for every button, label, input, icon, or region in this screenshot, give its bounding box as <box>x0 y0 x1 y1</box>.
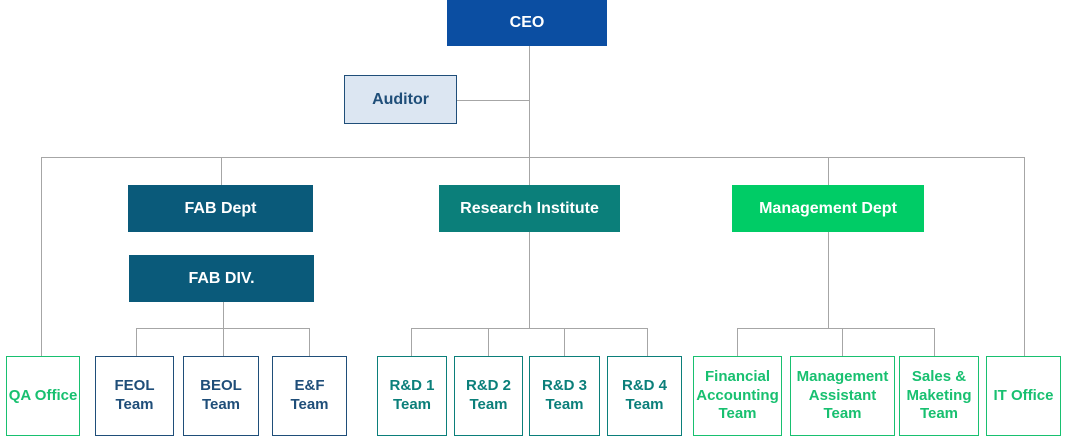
fab-dept-box: FAB Dept <box>128 185 313 232</box>
research-institute-label: Research Institute <box>460 199 599 217</box>
connector-fab-dept <box>221 157 222 185</box>
financial-accounting-team-label: Financial Accounting Team <box>696 367 779 423</box>
connector-management-stem <box>828 232 829 328</box>
rd3-team-box: R&D 3 Team <box>529 356 600 436</box>
connector-ceo-trunk <box>529 46 530 157</box>
qa-office-label: QA Office <box>8 386 78 404</box>
ef-team-box: E&F Team <box>272 356 347 436</box>
connector-management-bus <box>737 328 935 329</box>
beol-team-label: BEOL Team <box>200 377 242 413</box>
fab-div-box: FAB DIV. <box>129 255 314 302</box>
connector-feol <box>136 328 137 356</box>
connector-rd2 <box>488 328 489 356</box>
connector-financial <box>737 328 738 356</box>
connector-it-office <box>1024 157 1025 356</box>
rd2-team-box: R&D 2 Team <box>454 356 523 436</box>
connector-mgmt-assistant <box>842 328 843 356</box>
connector-fab-div-stem <box>223 302 224 328</box>
beol-team-box: BEOL Team <box>183 356 259 436</box>
fab-div-label: FAB DIV. <box>188 269 255 287</box>
connector-research <box>529 157 530 185</box>
research-institute-box: Research Institute <box>439 185 620 232</box>
ceo-box: CEO <box>447 0 607 46</box>
financial-accounting-team-box: Financial Accounting Team <box>693 356 782 436</box>
rd2-team-label: R&D 2 Team <box>465 377 511 413</box>
sales-maketing-team-label: Sales & Maketing Team <box>906 367 972 423</box>
rd1-team-label: R&D 1 Team <box>389 377 435 413</box>
management-assistant-team-box: Management Assistant Team <box>790 356 895 436</box>
ef-team-label: E&F Team <box>290 377 329 413</box>
it-office-box: IT Office <box>986 356 1061 436</box>
connector-sales <box>934 328 935 356</box>
management-dept-label: Management Dept <box>759 199 897 217</box>
connector-rd4 <box>647 328 648 356</box>
management-assistant-team-label: Management Assistant Team <box>796 367 889 423</box>
connector-rd-bus <box>411 328 648 329</box>
auditor-label: Auditor <box>372 90 429 108</box>
connector-qa-office <box>41 157 42 356</box>
rd1-team-box: R&D 1 Team <box>377 356 447 436</box>
connector-research-stem <box>529 232 530 328</box>
ceo-label: CEO <box>509 14 545 31</box>
connector-main-bus <box>41 157 1025 158</box>
it-office-label: IT Office <box>993 386 1054 404</box>
connector-rd3 <box>564 328 565 356</box>
feol-team-label: FEOL Team <box>114 377 155 413</box>
auditor-box: Auditor <box>344 75 457 124</box>
qa-office-box: QA Office <box>6 356 80 436</box>
connector-beol <box>223 328 224 356</box>
management-dept-box: Management Dept <box>732 185 924 232</box>
rd4-team-label: R&D 4 Team <box>621 377 667 413</box>
rd4-team-box: R&D 4 Team <box>607 356 682 436</box>
connector-auditor <box>457 100 529 101</box>
connector-management <box>828 157 829 185</box>
rd3-team-label: R&D 3 Team <box>541 377 587 413</box>
connector-ef <box>309 328 310 356</box>
connector-rd1 <box>411 328 412 356</box>
feol-team-box: FEOL Team <box>95 356 174 436</box>
fab-dept-label: FAB Dept <box>184 199 257 217</box>
sales-maketing-team-box: Sales & Maketing Team <box>899 356 979 436</box>
